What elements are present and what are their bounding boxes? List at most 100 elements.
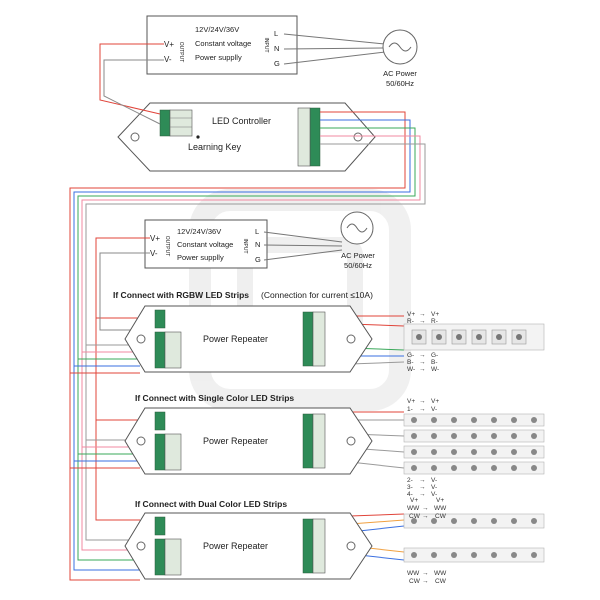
repeater-dual-label: Power Repeater	[203, 541, 268, 551]
rgbw-w-right: W-	[431, 366, 439, 373]
psu-top-G: G	[274, 59, 280, 68]
psu-top-line1: 12V/24V/36V	[195, 25, 239, 34]
psu-top-vminus: V-	[164, 55, 172, 64]
controller-hole-right	[353, 132, 363, 142]
single-1-right: V-	[431, 406, 437, 413]
dual-arrow: →	[422, 570, 429, 577]
psu-mid-vplus: V+	[150, 234, 160, 243]
dual-vplus-left: V+	[410, 497, 418, 504]
single-4-left: 4-	[407, 491, 413, 498]
rgbw-b-right: B-	[431, 359, 438, 366]
single-labels: V+ → V+ 1- → V- 2- → V- 3- → V- 4- → V-	[407, 398, 439, 498]
psu-mid-line2: Constant voltage	[177, 240, 233, 249]
power-repeater-rgbw: Power Repeater	[124, 305, 373, 373]
dual-cw-bot-left: CW	[409, 578, 421, 585]
psu-mid-N: N	[255, 240, 260, 249]
rgbw-arrow: →	[419, 318, 426, 325]
single-vplus-left: V+	[407, 398, 415, 405]
single-arrow: →	[419, 491, 426, 498]
psu-top-line3: Power supplly	[195, 53, 242, 62]
single-title: If Connect with Single Color LED Strips	[135, 393, 294, 403]
dual-labels: V+ V+ WW → WW CW → CW WW → WW CW → CW	[407, 497, 447, 585]
led-controller: LED Controller Learning Key	[117, 102, 376, 172]
single-3-right: V-	[431, 484, 437, 491]
dual-arrow: →	[422, 578, 429, 585]
psu-mid-line1: 12V/24V/36V	[177, 227, 221, 236]
ac-power-mid: AC Power 50/60Hz	[263, 211, 375, 270]
rgbw-w-left: W-	[407, 366, 415, 373]
single-2-left: 2-	[407, 477, 413, 484]
psu-top-N: N	[274, 44, 279, 53]
sine-icon	[388, 42, 412, 52]
psu-mid-body	[144, 219, 268, 269]
dual-ww-top-right: WW	[434, 505, 447, 512]
psu-mid-L: L	[255, 227, 259, 236]
dual-strips	[403, 513, 545, 563]
rgbw-labels: V+ → V+ R- → R- G- → G- B- → B- W- → W-	[407, 311, 439, 373]
single-strips	[403, 413, 545, 475]
rgbw-vplus-left: V+	[407, 311, 415, 318]
single-arrow: →	[419, 406, 426, 413]
psu-top: V+ V- OUTPUT 12V/24V/36V Constant voltag…	[146, 15, 298, 75]
rgbw-g-right: G-	[431, 352, 438, 359]
single-4-right: V-	[431, 491, 437, 498]
single-3-left: 3-	[407, 484, 413, 491]
dual-ww-bot-left: WW	[407, 570, 420, 577]
single-arrow: →	[419, 477, 426, 484]
learning-key-dot	[196, 135, 200, 139]
controller-output-block	[309, 107, 321, 167]
psu-mid-output: OUTPUT	[164, 236, 170, 257]
rgbw-r-right: R-	[431, 318, 438, 325]
psu-top-L: L	[274, 29, 278, 38]
psu-top-line2: Constant voltage	[195, 39, 251, 48]
ac-top-label2: 50/60Hz	[386, 79, 414, 88]
rgbw-vplus-right: V+	[431, 311, 439, 318]
rgbw-arrow: →	[419, 352, 426, 359]
single-arrow: →	[419, 398, 426, 405]
power-repeater-single: Power Repeater	[124, 407, 373, 475]
controller-learning: Learning Key	[188, 142, 242, 152]
repeater-rgbw-label: Power Repeater	[203, 334, 268, 344]
rgbw-r-left: R-	[407, 318, 414, 325]
power-repeater-dual: Power Repeater	[124, 512, 373, 580]
sine-icon	[346, 223, 368, 233]
psu-mid-G: G	[255, 255, 261, 264]
dual-arrow: →	[422, 505, 429, 512]
dual-cw-top-right: CW	[435, 513, 447, 520]
dual-arrow: →	[422, 513, 429, 520]
ac-power-top: AC Power 50/60Hz	[283, 29, 418, 88]
dual-title: If Connect with Dual Color LED Strips	[135, 499, 287, 509]
dual-cw-top-left: CW	[409, 513, 421, 520]
dual-ww-top-left: WW	[407, 505, 420, 512]
psu-top-input: INPUT	[263, 38, 269, 53]
repeater-single-label: Power Repeater	[203, 436, 268, 446]
rgbw-b-left: B-	[407, 359, 414, 366]
rgbw-title: If Connect with RGBW LED Strips	[113, 290, 249, 300]
single-2-right: V-	[431, 477, 437, 484]
rgbw-arrow: →	[419, 311, 426, 318]
psu-top-output: OUTPUT	[178, 42, 184, 63]
psu-mid-vminus: V-	[150, 249, 158, 258]
ac-mid-label2: 50/60Hz	[344, 261, 372, 270]
dual-vplus-right: V+	[436, 497, 444, 504]
dual-ww-bot-right: WW	[434, 570, 447, 577]
rgbw-arrow: →	[419, 366, 426, 373]
psu-mid-input: INPUT	[242, 239, 248, 254]
psu-mid-line3: Power supplly	[177, 253, 224, 262]
psu-top-vplus: V+	[164, 40, 174, 49]
dual-cw-bot-right: CW	[435, 578, 447, 585]
controller-title: LED Controller	[212, 116, 271, 126]
single-vplus-right: V+	[431, 398, 439, 405]
psu-mid: V+ V- OUTPUT 12V/24V/36V Constant voltag…	[144, 219, 268, 269]
rgbw-strip	[403, 323, 545, 351]
psu-top-body	[146, 15, 298, 75]
controller-input-block	[159, 109, 171, 137]
single-1-left: 1-	[407, 406, 413, 413]
rgbw-note: (Connection for current ≤10A)	[261, 290, 373, 300]
single-arrow: →	[419, 484, 426, 491]
ac-top-label1: AC Power	[383, 69, 417, 78]
ac-mid-label1: AC Power	[341, 251, 375, 260]
controller-hole-left	[130, 132, 140, 142]
